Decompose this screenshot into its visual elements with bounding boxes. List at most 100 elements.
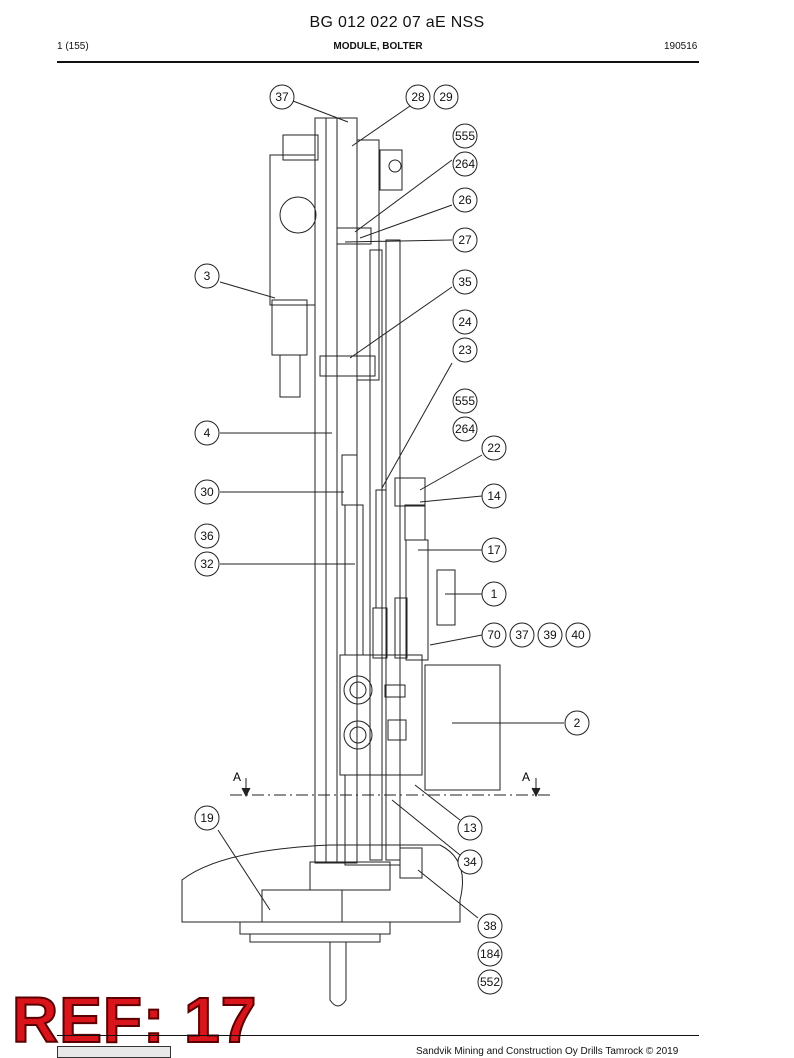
callout-34: 34 (457, 849, 483, 875)
callout-70: 70 (481, 622, 507, 648)
callout-23: 23 (452, 337, 478, 363)
footer-copyright: Sandvik Mining and Construction Oy Drill… (416, 1046, 679, 1057)
gear-lower (343, 720, 373, 750)
date-code: 190516 (664, 41, 698, 52)
svg-text:28: 28 (411, 90, 425, 104)
svg-text:2: 2 (574, 716, 581, 730)
gear-block (339, 654, 423, 776)
callout-19: 19 (194, 805, 220, 831)
callout-37-top: 37 (269, 84, 295, 110)
gear-upper (343, 675, 373, 705)
lower-mount (344, 774, 401, 866)
valve-block (399, 847, 423, 879)
feed-cylinder (344, 504, 364, 656)
page-number: 1 (155) (57, 41, 89, 52)
module-title: MODULE, BOLTER (333, 41, 423, 52)
svg-text:552: 552 (480, 975, 500, 989)
callout-22: 22 (481, 435, 507, 461)
cylinder-body (405, 539, 429, 661)
svg-text:34: 34 (463, 855, 477, 869)
svg-text:555: 555 (455, 394, 475, 408)
callout-40: 40 (565, 622, 591, 648)
base-housing (261, 889, 343, 923)
section-mark-right: A (522, 770, 530, 784)
svg-text:70: 70 (487, 628, 501, 642)
svg-text:40: 40 (571, 628, 585, 642)
callout-30: 30 (194, 479, 220, 505)
svg-text:37: 37 (515, 628, 529, 642)
motor-shaft (279, 354, 301, 398)
svg-text:4: 4 (204, 426, 211, 440)
svg-text:3: 3 (204, 269, 211, 283)
callout-37-mid: 37 (509, 622, 535, 648)
callout-24: 24 (452, 309, 478, 335)
motor-housing (269, 154, 316, 306)
svg-text:29: 29 (439, 90, 453, 104)
callout-39: 39 (537, 622, 563, 648)
callout-3: 3 (194, 263, 220, 289)
svg-text:30: 30 (200, 485, 214, 499)
callout-184: 184 (477, 941, 503, 967)
callout-36: 36 (194, 523, 220, 549)
svg-text:264: 264 (455, 157, 475, 171)
clamp-right (394, 477, 426, 507)
callout-17: 17 (481, 537, 507, 563)
svg-text:27: 27 (458, 233, 472, 247)
footer-logo (57, 1046, 171, 1058)
svg-text:17: 17 (487, 543, 501, 557)
svg-text:26: 26 (458, 193, 472, 207)
callout-13: 13 (457, 815, 483, 841)
svg-text:184: 184 (480, 947, 500, 961)
header-rule (57, 61, 699, 63)
svg-text:35: 35 (458, 275, 472, 289)
footer-rule (57, 1035, 699, 1036)
callout-2: 2 (564, 710, 590, 736)
callout-29: 29 (433, 84, 459, 110)
base-flange (239, 921, 391, 935)
svg-text:24: 24 (458, 315, 472, 329)
leader-lines (217, 100, 564, 919)
callout-35: 35 (452, 269, 478, 295)
svg-text:555: 555 (455, 129, 475, 143)
svg-text:264: 264 (455, 422, 475, 436)
callout-38: 38 (477, 913, 503, 939)
guide-rod (369, 249, 383, 861)
svg-text:22: 22 (487, 441, 501, 455)
base-plate (181, 844, 463, 923)
flange-1 (436, 569, 456, 626)
svg-text:39: 39 (543, 628, 557, 642)
svg-text:37: 37 (275, 90, 289, 104)
upper-slide (356, 139, 380, 381)
clamp-upper (336, 227, 372, 245)
callout-4: 4 (194, 420, 220, 446)
callout-552: 552 (477, 969, 503, 995)
clamp-middle (319, 355, 376, 377)
callout-32: 32 (194, 551, 220, 577)
lower-cradle (309, 861, 391, 891)
callout-26: 26 (452, 187, 478, 213)
callout-27: 27 (452, 227, 478, 253)
section-mark-left: A (233, 770, 241, 784)
drill-bit (329, 942, 347, 1007)
guide-rod-2 (385, 239, 401, 861)
callout-264-upper: 264 (452, 151, 478, 177)
motor-gear (279, 196, 317, 234)
callout-555-lower: 555 (452, 388, 478, 414)
svg-text:14: 14 (487, 489, 501, 503)
callout-1: 1 (481, 581, 507, 607)
base-lower-flange (249, 933, 381, 943)
svg-text:36: 36 (200, 529, 214, 543)
callout-264-lower: 264 (452, 416, 478, 442)
svg-text:1: 1 (491, 587, 498, 601)
svg-text:19: 19 (200, 811, 214, 825)
callout-28: 28 (405, 84, 431, 110)
callout-14: 14 (481, 483, 507, 509)
svg-text:38: 38 (483, 919, 497, 933)
svg-text:32: 32 (200, 557, 214, 571)
ref-stamp: REF: 17 (11, 984, 258, 1056)
tank-box (424, 664, 501, 791)
svg-text:23: 23 (458, 343, 472, 357)
document-title: BG 012 022 07 aE NSS (309, 14, 485, 31)
callout-555-upper: 555 (452, 123, 478, 149)
